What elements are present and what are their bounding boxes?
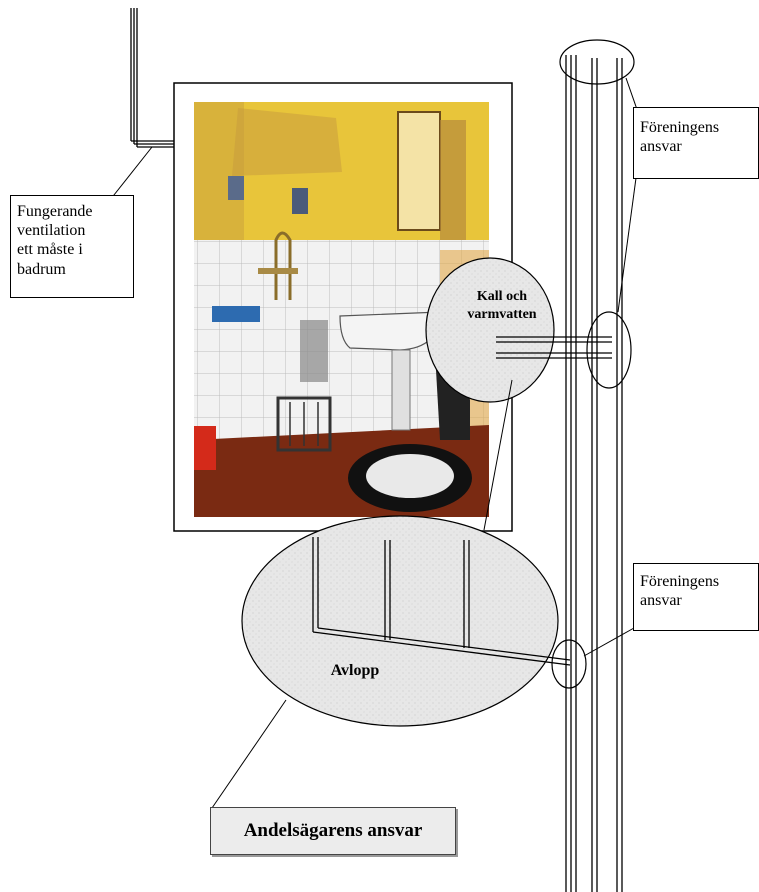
forening-top-line-1: Föreningens — [640, 119, 720, 136]
owner-responsibility-box: Andelsägarens ansvar — [210, 807, 456, 855]
forening-callout-bottom: Föreningens ansvar — [633, 563, 759, 631]
water-bubble — [425, 257, 555, 403]
drain-marker-leader — [583, 627, 635, 657]
ventilation-callout: Fungerande ventilation ett måste i badru… — [10, 195, 134, 298]
main-riser-pipes — [565, 55, 623, 892]
drain-label: Avlopp — [330, 662, 380, 679]
ventilation-line-4: badrum — [17, 260, 66, 278]
ventilation-line-2: ventilation — [17, 222, 86, 240]
water-label-line-2: varmvatten — [467, 307, 537, 323]
water-to-riser-leader — [617, 177, 637, 313]
drain-bubble — [241, 515, 559, 727]
forening-bottom-line-1: Föreningens — [640, 573, 720, 590]
riser-drain-marker — [551, 639, 587, 689]
water-bubble-leader — [483, 379, 513, 531]
ventilation-line-1: Fungerande — [17, 203, 93, 220]
forening-top-line-2: ansvar — [640, 138, 682, 156]
riser-top-marker — [559, 39, 635, 85]
ventilation-leader-line — [109, 146, 153, 201]
forening-bottom-line-2: ansvar — [640, 592, 682, 610]
forening-callout-top: Föreningens ansvar — [633, 107, 759, 179]
riser-water-marker — [586, 311, 632, 389]
water-label-line-1: Kall och — [476, 289, 528, 304]
water-label: Kall och varmvatten — [452, 288, 552, 324]
ventilation-line-3: ett måste i — [17, 241, 83, 259]
water-supply-pipes — [496, 336, 612, 359]
owner-leader-line — [211, 699, 287, 809]
drain-pipes — [312, 537, 571, 666]
